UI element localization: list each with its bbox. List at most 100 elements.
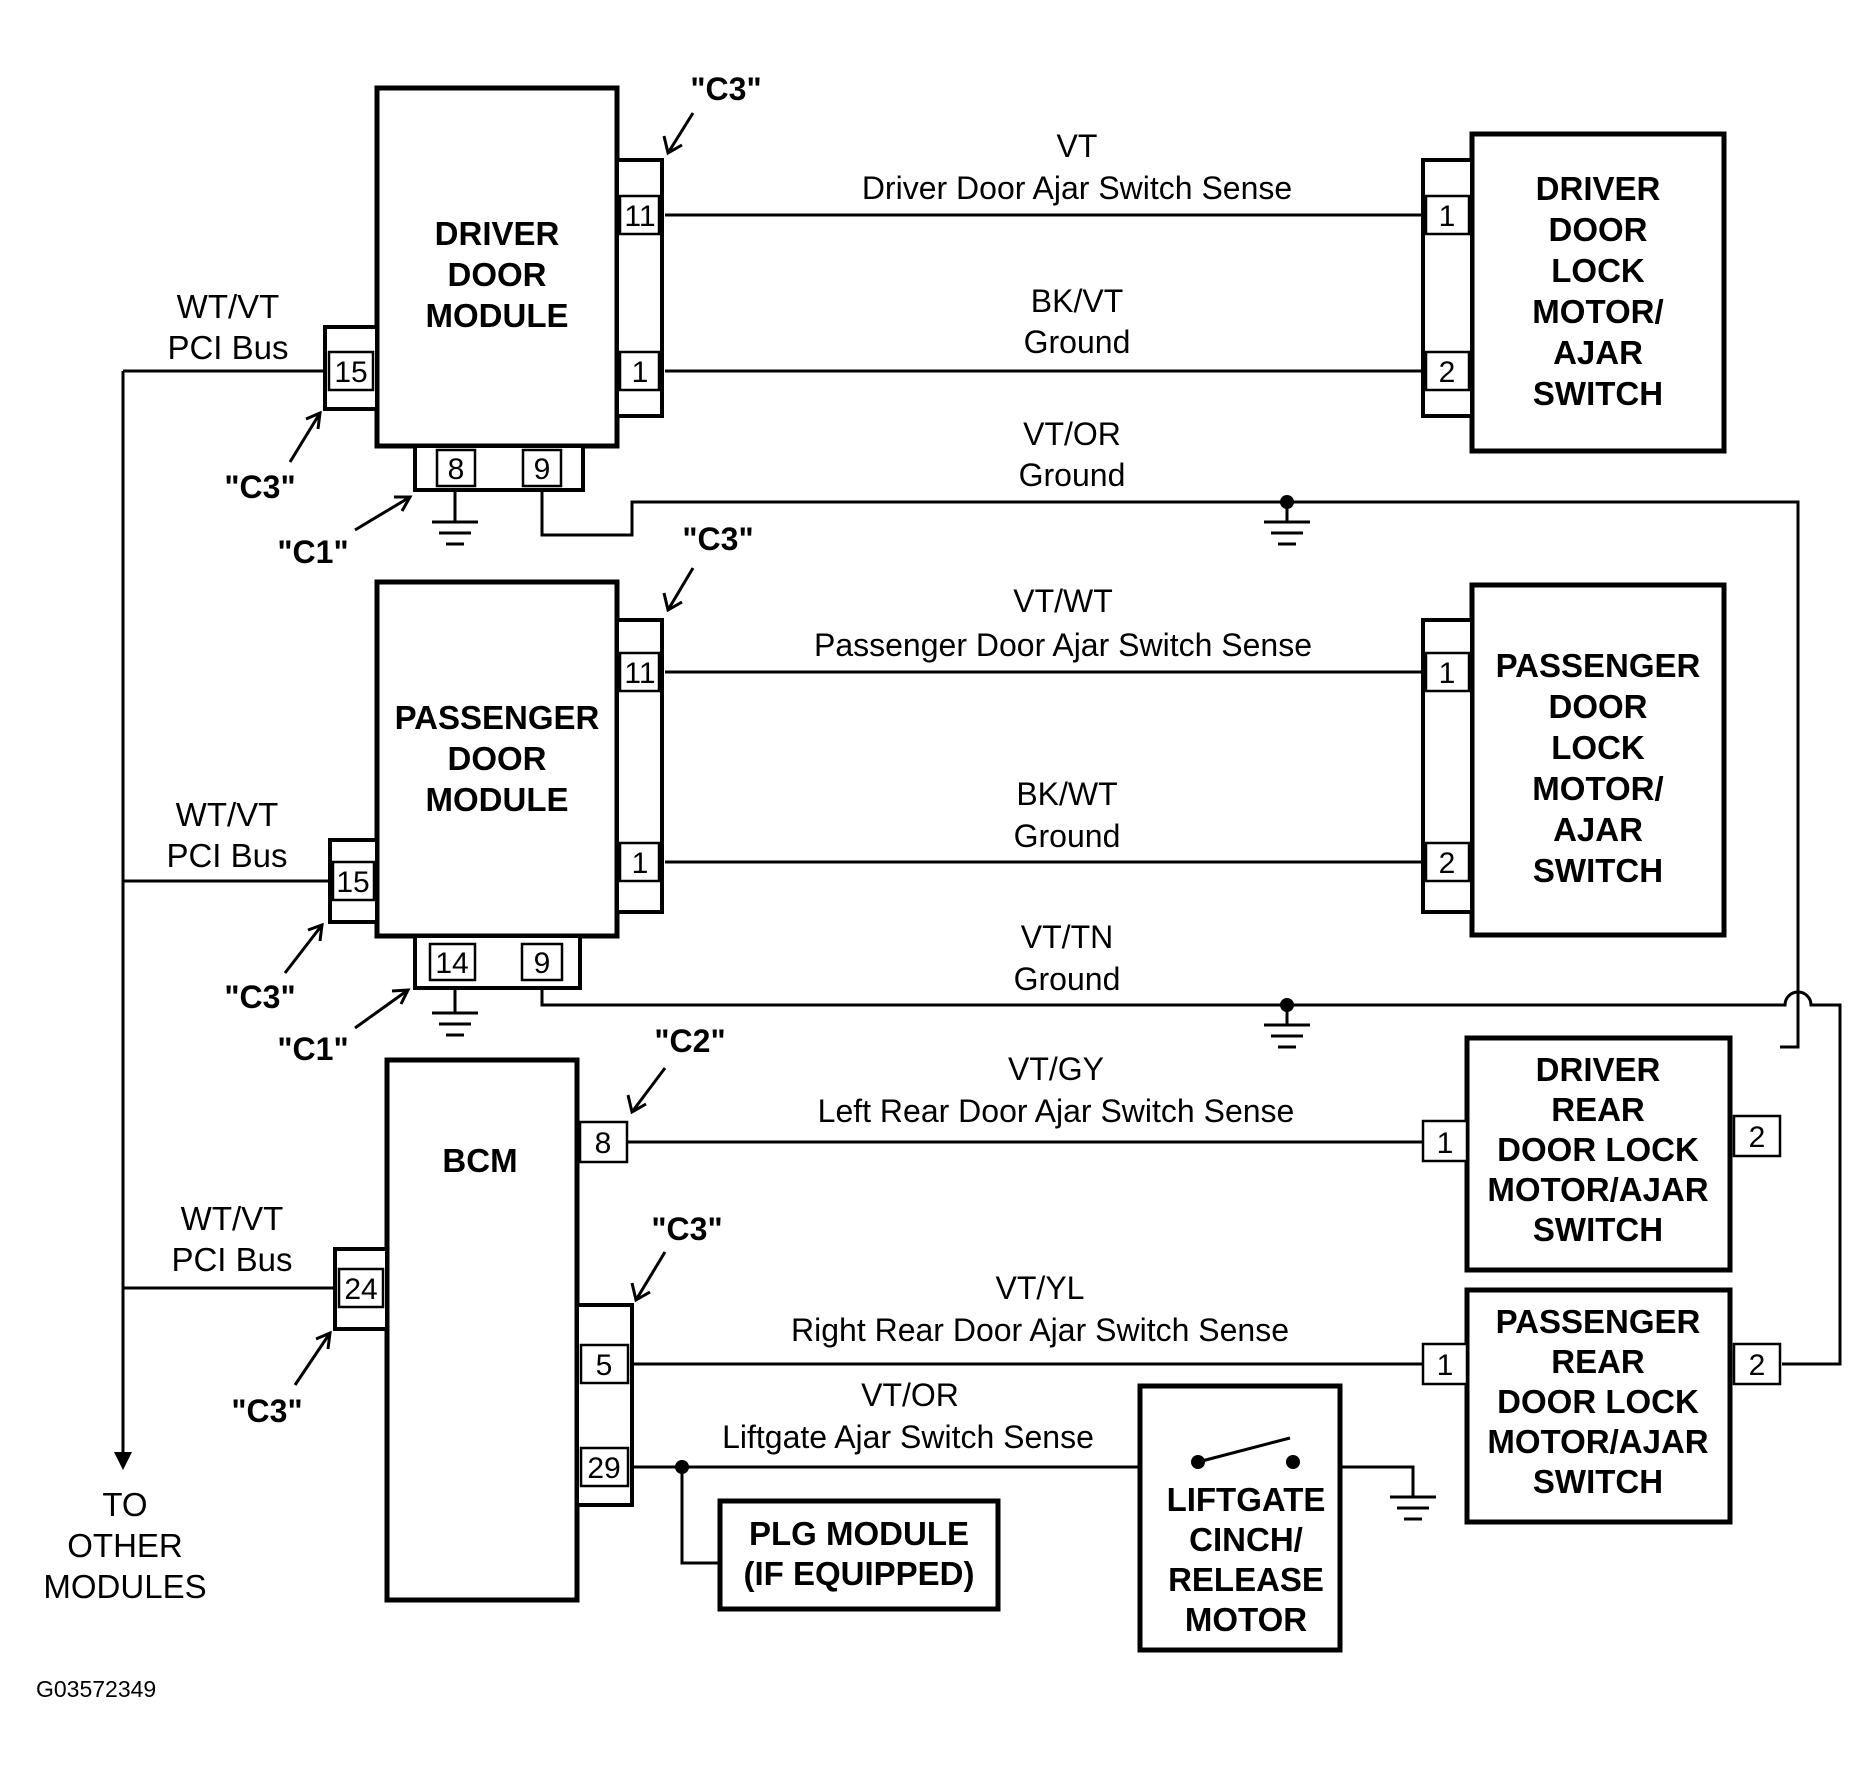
module-title: MODULE <box>426 781 569 818</box>
callout-arrow <box>662 112 695 156</box>
liftgate-cinch-release-motor: LIFTGATE CINCH/ RELEASE MOTOR <box>1137 1383 1343 1653</box>
ground-symbol <box>432 490 478 546</box>
connector-label: "C3" <box>224 469 295 505</box>
pci-bus-label: PCI Bus <box>167 329 288 366</box>
pin-box <box>618 194 661 236</box>
to-other-modules-arrow <box>114 1452 132 1470</box>
pin-box <box>1421 1342 1469 1386</box>
module-title: PASSENGER <box>395 699 600 736</box>
ground-symbol <box>432 988 478 1037</box>
pin-box <box>618 350 661 392</box>
module-title: AJAR <box>1553 811 1643 848</box>
module-title: SWITCH <box>1533 1211 1663 1248</box>
callout-arrow <box>354 495 413 532</box>
pin-label: 1 <box>1437 1127 1454 1160</box>
liftgate-switch-contact <box>1197 1436 1291 1464</box>
connector-callouts <box>283 112 695 1386</box>
switch-terminal <box>1286 1455 1300 1469</box>
callout-arrow <box>288 410 322 463</box>
wire-function-label: Left Rear Door Ajar Switch Sense <box>818 1093 1295 1129</box>
pci-bus-labels: WT/VT PCI Bus WT/VT PCI Bus WT/VT PCI Bu… <box>166 288 292 1278</box>
pin-label: 1 <box>632 847 649 880</box>
to-other-modules-label: TO <box>102 1486 147 1523</box>
module-title: DOOR <box>1549 211 1648 248</box>
wire-color-label: VT <box>1057 128 1098 164</box>
pin-label: 9 <box>534 947 551 980</box>
module-title: PLG MODULE <box>749 1515 969 1552</box>
module-title: SWITCH <box>1533 375 1663 412</box>
passenger-door-lock-motor: PASSENGER DOOR LOCK MOTOR/ AJAR SWITCH <box>1469 582 1727 938</box>
pin-box <box>1424 841 1471 883</box>
passenger-door-module: PASSENGER DOOR MODULE <box>374 579 620 939</box>
wire-color-label: VT/YL <box>996 1270 1085 1306</box>
connector-label: "C1" <box>277 1031 348 1067</box>
module-title: DRIVER <box>1536 1051 1661 1088</box>
callout-arrow <box>626 1067 667 1115</box>
connector-label: "C3" <box>231 1393 302 1429</box>
ground-symbol <box>1264 1023 1310 1049</box>
connector-label: "C3" <box>682 521 753 557</box>
pin-box <box>428 942 477 982</box>
figure-id: G03572349 <box>36 1676 156 1702</box>
pin-box <box>579 1343 630 1385</box>
pin-box <box>337 1267 385 1309</box>
module-title: MOTOR <box>1185 1601 1307 1638</box>
pin-label: 9 <box>534 453 551 486</box>
module-title: PASSENGER <box>1496 647 1701 684</box>
module-title: DOOR <box>1549 688 1648 725</box>
pin-box <box>1424 350 1471 392</box>
module-title: DOOR <box>448 740 547 777</box>
pci-bus-color-label: WT/VT <box>176 796 279 833</box>
wire-color-label: VT/GY <box>1008 1051 1104 1087</box>
wire-function-label: Ground <box>1019 457 1126 493</box>
wire-function-label: Right Rear Door Ajar Switch Sense <box>791 1312 1289 1348</box>
pin-box <box>520 942 564 982</box>
wire-function-label: Passenger Door Ajar Switch Sense <box>814 627 1312 663</box>
module-title: MOTOR/AJAR <box>1487 1171 1708 1208</box>
pin-label: 1 <box>1439 657 1456 690</box>
wire-labels: VT Driver Door Ajar Switch Sense BK/VT G… <box>722 128 1312 1455</box>
wire-color-label: VT/TN <box>1021 919 1113 955</box>
module-title: PASSENGER <box>1496 1303 1701 1340</box>
connector-labels: "C3" "C3" "C1" "C3" "C3" "C1" "C2" "C3" … <box>224 71 761 1429</box>
module-title: LOCK <box>1551 729 1645 766</box>
pin-label: 1 <box>1437 1349 1454 1382</box>
callout-arrow <box>662 567 695 613</box>
to-other-modules-label: MODULES <box>43 1568 206 1605</box>
connectors: 11 1 15 8 9 1 2 11 1 15 14 9 <box>323 158 1782 1507</box>
callout-arrow <box>354 988 411 1030</box>
module-title: DOOR <box>448 256 547 293</box>
pci-bus-color-label: WT/VT <box>177 288 280 325</box>
module-title: RELEASE <box>1168 1561 1324 1598</box>
pin-label: 2 <box>1749 1349 1766 1382</box>
module-title: DOOR LOCK <box>1497 1383 1699 1420</box>
module-title: LIFTGATE <box>1167 1481 1326 1518</box>
pin-box <box>578 1120 629 1164</box>
callout-arrow <box>630 1251 667 1303</box>
driver-rear-door-lock-motor: DRIVER REAR DOOR LOCK MOTOR/AJAR SWITCH <box>1464 1035 1733 1273</box>
switch-terminal <box>1191 1455 1205 1469</box>
bcm-module: BCM <box>384 1057 580 1603</box>
pci-bus-trunk <box>121 369 335 1457</box>
pin-box <box>579 1446 630 1488</box>
module-title: SWITCH <box>1533 1463 1663 1500</box>
module-title: MODULE <box>426 297 569 334</box>
pin-label: 1 <box>1439 200 1456 233</box>
callout-arrow <box>293 1330 332 1386</box>
module-title: SWITCH <box>1533 852 1663 889</box>
pin-box <box>618 651 661 693</box>
wire-function-label: Ground <box>1024 324 1131 360</box>
callout-arrow <box>283 922 324 974</box>
ground-symbols <box>432 490 1436 1521</box>
module-title: DRIVER <box>1536 170 1661 207</box>
module-title: DRIVER <box>435 215 560 252</box>
module-title: MOTOR/ <box>1532 293 1663 330</box>
to-other-modules: TO OTHER MODULES <box>43 1486 206 1605</box>
wire-color-label: VT/OR <box>861 1377 959 1413</box>
pin-box <box>1424 651 1471 693</box>
pin-box <box>618 841 661 883</box>
pin-label: 11 <box>624 200 655 233</box>
wire-color-label: BK/WT <box>1016 776 1117 812</box>
ground-symbol <box>1390 1495 1436 1521</box>
